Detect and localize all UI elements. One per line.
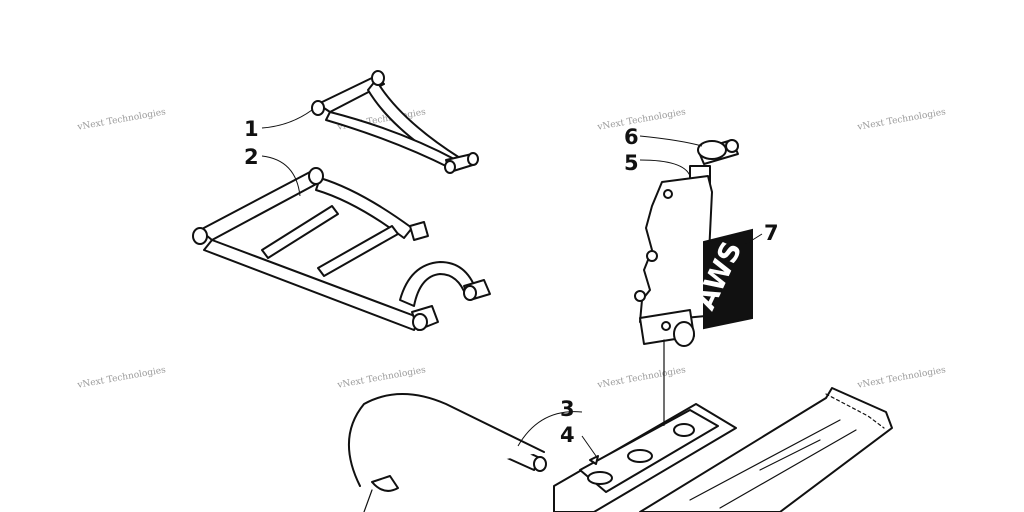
watermark-text: vNext Technologies <box>76 365 167 391</box>
watermark-text: vNext Technologies <box>596 365 687 391</box>
watermark: vNext Technologies <box>596 107 687 133</box>
ski-loop <box>348 393 547 512</box>
watermark-text: vNext Technologies <box>596 107 687 133</box>
callout-2: 2 <box>244 145 259 169</box>
watermark: vNext Technologies <box>336 365 427 391</box>
aws-decal <box>703 228 753 330</box>
callout-7: 7 <box>764 221 779 245</box>
callout-6: 6 <box>624 125 639 149</box>
callout-4: 4 <box>560 423 575 447</box>
watermark-text: vNext Technologies <box>856 107 947 133</box>
callout-3: 3 <box>560 397 575 421</box>
shock-assembly: AWS <box>634 139 753 431</box>
callout-5: 5 <box>624 151 639 175</box>
watermark: vNext Technologies <box>856 107 947 133</box>
ski-saddle <box>553 403 737 512</box>
callout-1: 1 <box>244 117 259 141</box>
watermark: vNext Technologies <box>76 365 167 391</box>
upper-a-arm <box>311 70 479 174</box>
watermark: vNext Technologies <box>76 107 167 133</box>
watermark: vNext Technologies <box>596 365 687 391</box>
watermark-text: vNext Technologies <box>856 365 947 391</box>
lower-a-arm <box>192 167 491 331</box>
watermark-text: vNext Technologies <box>336 365 427 391</box>
watermark-text: vNext Technologies <box>76 107 167 133</box>
callout-leaders <box>261 109 763 457</box>
ski <box>639 387 893 512</box>
watermark: vNext Technologies <box>856 365 947 391</box>
